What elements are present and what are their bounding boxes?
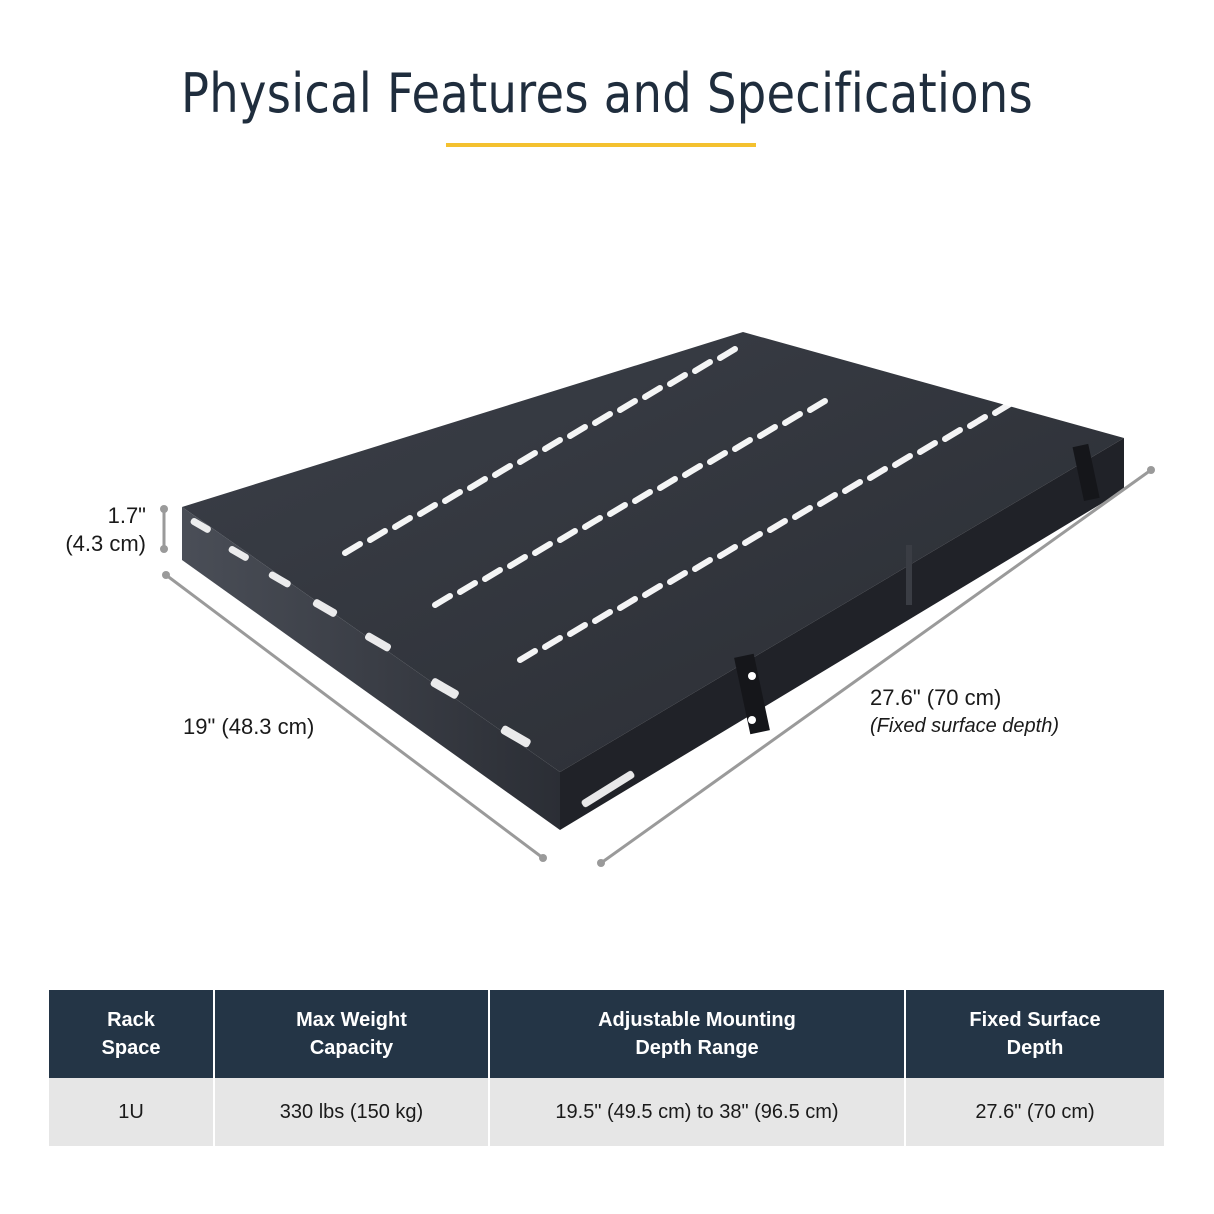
column-header-mounting-depth: Adjustable Mounting Depth Range bbox=[489, 990, 906, 1078]
column-header-fixed-depth: Fixed Surface Depth bbox=[905, 990, 1164, 1078]
page-title: Physical Features and Specifications bbox=[181, 62, 1033, 125]
depth-value: 27.6" (70 cm) bbox=[870, 685, 1002, 710]
cell-fixed-depth: 27.6" (70 cm) bbox=[905, 1078, 1164, 1146]
height-dimension-label: 1.7" (4.3 cm) bbox=[65, 502, 146, 558]
column-header-max-weight: Max Weight Capacity bbox=[214, 990, 490, 1078]
table-header-row: Rack Space Max Weight Capacity Adjustabl… bbox=[49, 990, 1164, 1078]
table-row: 1U 330 lbs (150 kg) 19.5" (49.5 cm) to 3… bbox=[49, 1078, 1164, 1146]
title-underline bbox=[446, 143, 756, 147]
height-inches: 1.7" bbox=[107, 503, 146, 528]
cell-max-weight: 330 lbs (150 kg) bbox=[214, 1078, 490, 1146]
width-dimension-label: 19" (48.3 cm) bbox=[183, 714, 315, 739]
height-cm: (4.3 cm) bbox=[65, 531, 146, 556]
depth-dimension-label: 27.6" (70 cm) (Fixed surface depth) bbox=[870, 684, 1059, 740]
rack-shelf-image bbox=[160, 332, 1155, 867]
depth-note: (Fixed surface depth) bbox=[870, 715, 1059, 737]
cell-mounting-depth: 19.5" (49.5 cm) to 38" (96.5 cm) bbox=[489, 1078, 906, 1146]
specifications-table: Rack Space Max Weight Capacity Adjustabl… bbox=[49, 990, 1164, 1146]
cell-rack-space: 1U bbox=[49, 1078, 215, 1146]
column-header-rack-space: Rack Space bbox=[49, 990, 215, 1078]
